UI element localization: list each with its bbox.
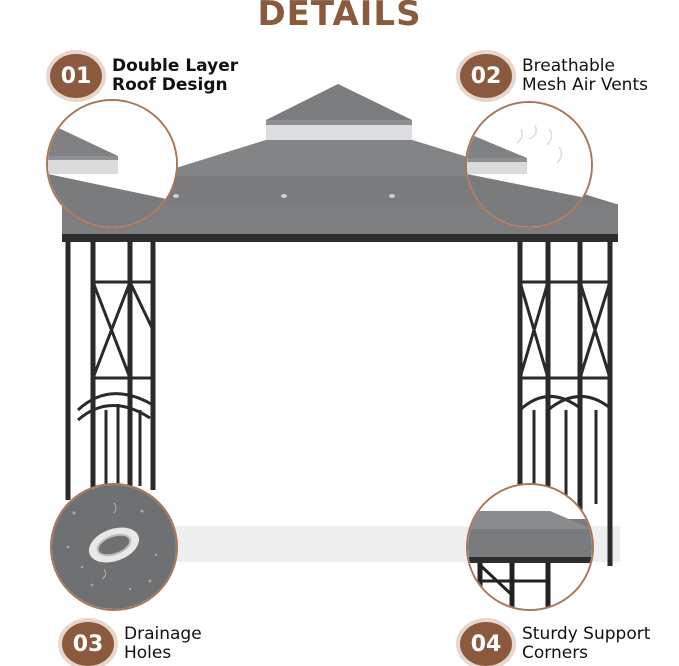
drainage-hole-icon [52, 485, 176, 609]
mesh-vent-icon [467, 103, 591, 227]
feature-corners: 04 Sturdy Support Corners [460, 622, 650, 666]
feature-drainage: 03 Drainage Holes [62, 622, 202, 666]
feature-label-line1: Sturdy Support [522, 624, 651, 644]
feature-number-badge: 03 [62, 622, 114, 666]
zoom-corner-detail [466, 483, 594, 611]
feature-label-line2: Mesh Air Vents [522, 75, 648, 95]
zoom-vent-detail [465, 101, 593, 229]
feature-number-badge: 04 [460, 622, 512, 666]
feature-label-line2: Holes [124, 643, 172, 663]
feature-label: Double Layer Roof Design [112, 57, 238, 95]
zoom-drainage-detail [50, 483, 178, 611]
feature-label-line2: Roof Design [112, 75, 228, 95]
roof-layer-icon [48, 101, 176, 227]
page-title: DETAILS [257, 0, 422, 34]
feature-label-line1: Drainage [124, 624, 202, 644]
feature-label-line1: Breathable [522, 56, 615, 76]
feature-label: Drainage Holes [124, 625, 202, 663]
zoom-roof-detail [46, 99, 178, 229]
feature-number-badge: 01 [50, 54, 102, 98]
feature-vents: 02 Breathable Mesh Air Vents [460, 54, 648, 98]
feature-label-line2: Corners [522, 643, 589, 663]
feature-label-line1: Double Layer [112, 56, 239, 76]
support-corner-icon [468, 485, 592, 609]
feature-roof: 01 Double Layer Roof Design [50, 54, 238, 98]
feature-label: Sturdy Support Corners [522, 625, 650, 663]
feature-number-badge: 02 [460, 54, 512, 98]
feature-label: Breathable Mesh Air Vents [522, 57, 648, 95]
